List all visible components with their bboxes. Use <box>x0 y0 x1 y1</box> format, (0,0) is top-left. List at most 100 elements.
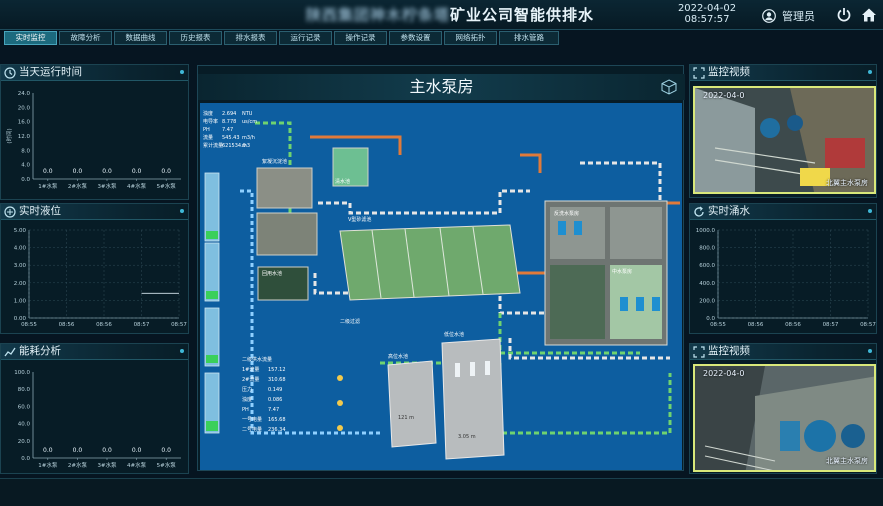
video-feed-1[interactable]: 2022-04-0 北翼主水泵房 <box>693 86 876 194</box>
video-1-location: 北翼主水泵房 <box>826 179 868 187</box>
y-tick-label: 16.0 <box>18 120 31 126</box>
sensor-unit-total-flow: m3 <box>242 143 250 149</box>
power-icon[interactable] <box>836 7 852 23</box>
tab-history-report[interactable]: 历史报表 <box>169 31 222 45</box>
video-panel-2-header: 监控视频 <box>690 344 876 360</box>
sensor2-value-1: 157.12 <box>268 367 286 373</box>
sensor2-value-2: 310.68 <box>268 377 286 383</box>
y-tick-label: 4.00 <box>14 246 27 252</box>
tab-parameter-settings[interactable]: 参数设置 <box>389 31 442 45</box>
inflow-panel-title: 实时涌水 <box>708 205 750 217</box>
pump-room-title-text: 主水泵房 <box>409 77 474 96</box>
trend-icon <box>4 347 16 357</box>
x-tick-label: 08:57 <box>860 322 876 328</box>
tab-fault-analysis[interactable]: 故障分析 <box>59 31 112 45</box>
sensor2-value-3: 0.149 <box>268 387 282 393</box>
sensor-label-total-flow: 累计流量 <box>203 142 223 149</box>
bar-data-label: 0.0 <box>161 168 171 175</box>
label-flocculation-tank: 絮凝沉淀池 <box>262 158 287 165</box>
app-title-company: 陕西集团神木柠条塔 <box>305 6 450 24</box>
label-high-tank: 高位水池 <box>388 353 408 360</box>
sensor-value-turbidity: 2.694 <box>222 111 236 117</box>
y-tick-label: 80.0 <box>18 387 31 393</box>
sensor2-label-7: 二号电量 <box>242 426 262 433</box>
label-v-filter: V型砂滤池 <box>348 216 371 223</box>
video-panel-2-title: 监控视频 <box>708 345 750 357</box>
y-tick-label: 24.0 <box>18 91 31 97</box>
y-tick-label: 0.0 <box>21 456 30 462</box>
refresh-icon <box>694 206 704 217</box>
video-panel-1: 监控视频 2022-04-0 北翼主水泵房 <box>689 64 877 198</box>
sensor2-value-5: 7.47 <box>268 407 279 413</box>
x-tick-label: 08:56 <box>96 322 112 328</box>
tab-operation-log[interactable]: 操作记录 <box>334 31 387 45</box>
tab-network-topology[interactable]: 网络拓扑 <box>444 31 497 45</box>
y-tick-label: 0.00 <box>14 316 27 322</box>
x-tick-label: 08:56 <box>59 322 75 328</box>
bar-data-label: 0.0 <box>102 447 112 454</box>
process-diagram: 浊度 电导率 PH 流量 累计流量 2.694 8.778 7.47 545.4… <box>200 103 682 470</box>
video-feed-2[interactable]: 2022-04-0 北翼主水泵房 <box>693 364 876 472</box>
user-menu[interactable]: 管理员 <box>762 8 815 24</box>
label-backwash-pump: 反洗水泵房 <box>554 210 579 217</box>
sensor-unit-conductivity: us/cm <box>242 119 257 125</box>
sensor2-label-0: 二级供水流量 <box>242 356 272 363</box>
pump-room-panel: 主水泵房 <box>197 65 685 471</box>
sensor-value-conductivity: 8.778 <box>222 119 236 125</box>
y-tick-label: 800.0 <box>699 246 715 252</box>
tab-drainage-pipeline[interactable]: 排水管路 <box>499 31 559 45</box>
x-tick-label: 2#水泵 <box>68 461 88 469</box>
x-tick-label: 08:57 <box>134 322 150 328</box>
energy-panel-title: 能耗分析 <box>19 345 61 357</box>
x-tick-label: 2#水泵 <box>68 182 88 190</box>
runtime-panel-title: 当天运行时间 <box>19 66 82 78</box>
sensor-label-ph: PH <box>203 127 210 133</box>
y-tick-label: 20.0 <box>18 105 31 111</box>
label-clear-water-tank: 清水池 <box>335 178 350 185</box>
y-tick-label: 2.00 <box>14 281 27 287</box>
x-tick-label: 4#水泵 <box>127 182 147 190</box>
bar-data-label: 0.0 <box>43 168 53 175</box>
video-panel-1-title: 监控视频 <box>708 66 750 78</box>
sensor-value-ph: 7.47 <box>222 127 233 133</box>
sensor-unit-turbidity: NTU <box>242 111 253 117</box>
tab-realtime-monitor[interactable]: 实时监控 <box>4 31 57 45</box>
y-tick-label: 3.00 <box>14 263 27 269</box>
expand-icon <box>693 346 705 358</box>
bar-data-label: 0.0 <box>132 168 142 175</box>
tab-run-log[interactable]: 运行记录 <box>279 31 332 45</box>
energy-panel-header: 能耗分析 <box>1 344 188 360</box>
x-tick-label: 5#水泵 <box>157 182 177 190</box>
tab-drainage-report[interactable]: 排水报表 <box>224 31 277 45</box>
level-panel-header: 实时液位 <box>1 204 188 220</box>
label-reclaimed-pump: 中水泵房 <box>612 268 632 275</box>
bar-data-label: 0.0 <box>102 168 112 175</box>
bottom-bar <box>0 478 883 506</box>
video-2-location: 北翼主水泵房 <box>826 457 868 465</box>
app-title-main: 矿业公司智能供排水 <box>450 6 595 24</box>
y-tick-label: 400.0 <box>699 281 715 287</box>
date-text: 2022-04-02 <box>677 3 737 14</box>
sensor-value-flow: 545.43 <box>222 135 240 141</box>
gauge-icon <box>4 206 16 218</box>
x-tick-label: 3#水泵 <box>97 461 117 469</box>
x-tick-label: 5#水泵 <box>157 461 177 469</box>
cube-icon[interactable] <box>661 79 677 95</box>
x-tick-label: 08:56 <box>785 322 801 328</box>
bar-data-label: 0.0 <box>73 447 83 454</box>
video-panel-1-header: 监控视频 <box>690 65 876 81</box>
tab-data-curve[interactable]: 数据曲线 <box>114 31 167 45</box>
x-tick-label: 1#水泵 <box>38 461 58 469</box>
sensor-label-flow: 流量 <box>203 134 213 141</box>
video-feed-2-scene <box>695 366 874 470</box>
home-icon[interactable] <box>861 7 877 23</box>
sensor2-label-3: 压力 <box>242 386 252 393</box>
y-tick-label: 1.00 <box>14 298 27 304</box>
datetime: 2022-04-02 08:57:57 <box>672 3 742 25</box>
x-tick-label: 08:57 <box>823 322 839 328</box>
